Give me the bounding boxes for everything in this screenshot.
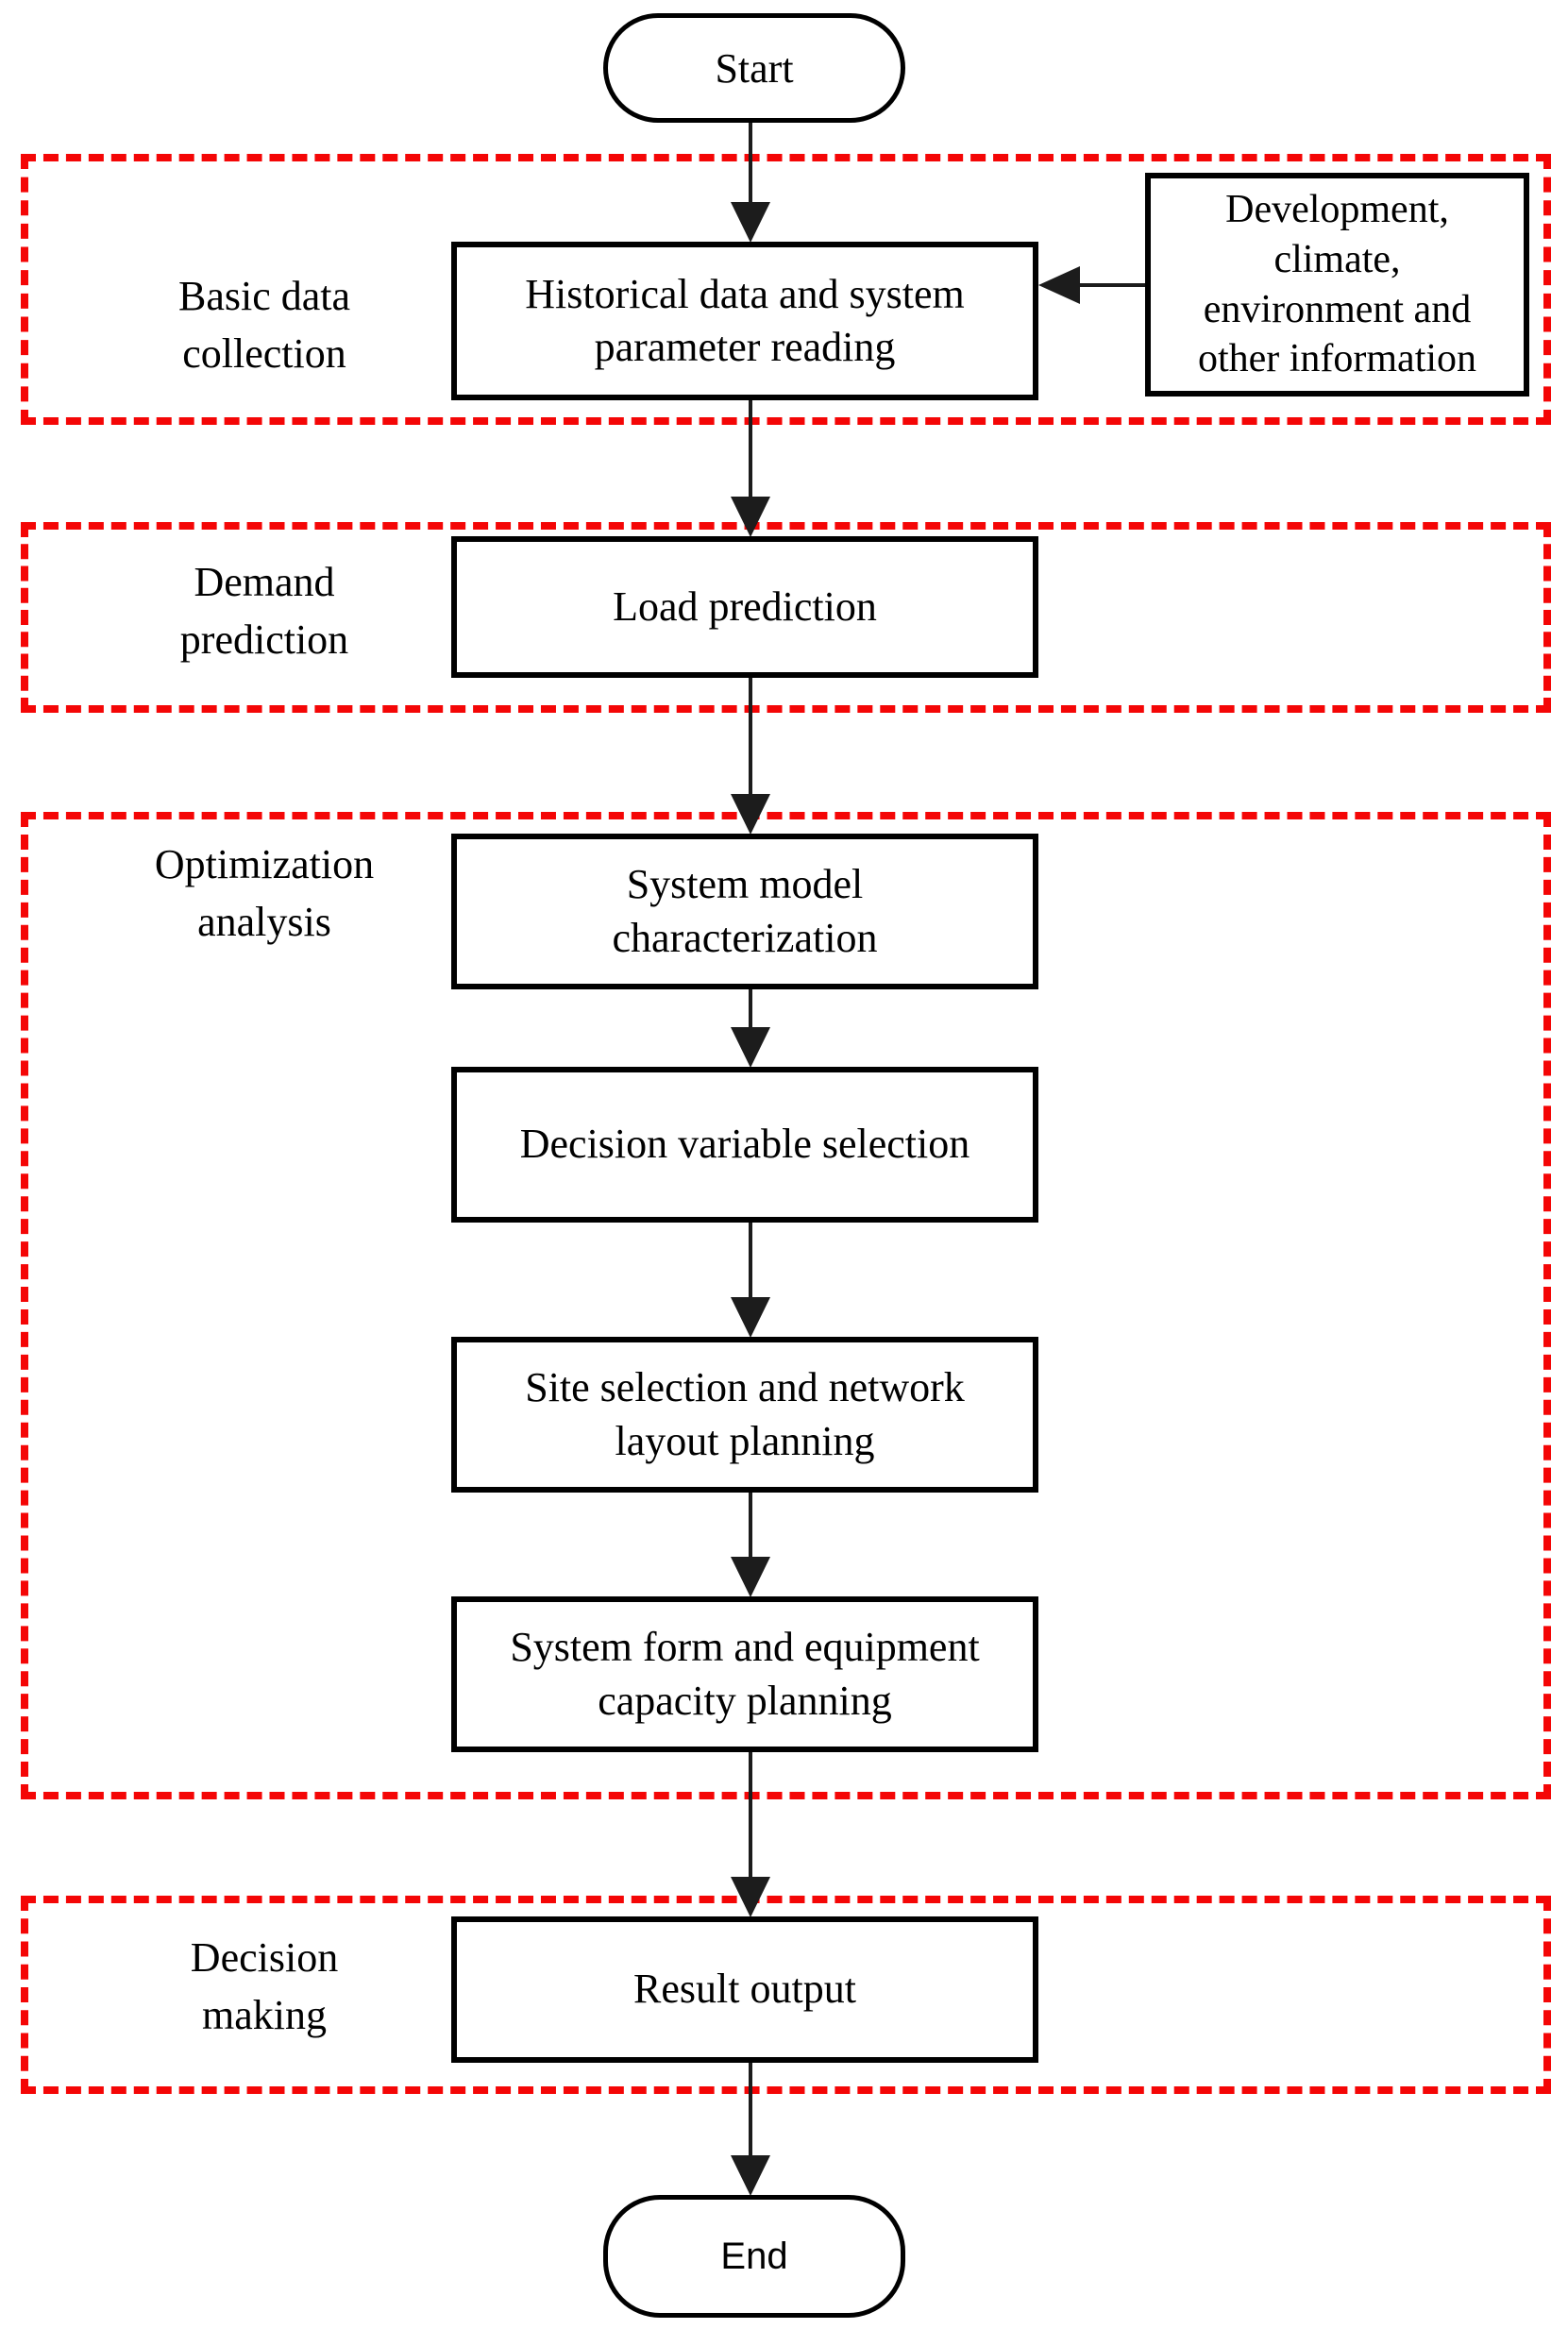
end-node: End: [603, 2195, 905, 2318]
section-decision-making: [21, 1896, 1551, 2094]
arrow-head: [1038, 266, 1080, 304]
arrow-head: [731, 202, 770, 243]
site-selection-node: Site selection and network layout planni…: [451, 1337, 1038, 1493]
arrow-head: [731, 497, 770, 537]
section-label-demand-prediction: Demand prediction: [179, 559, 349, 663]
system-model-node: System model characterization: [451, 834, 1038, 989]
development-info-node: Development, climate, environment and ot…: [1145, 173, 1529, 397]
load-prediction-node: Load prediction: [451, 536, 1038, 678]
section-label-optimization-analysis: Optimization analysis: [154, 841, 375, 945]
arrow-shaft: [1078, 283, 1146, 287]
arrow-shaft: [749, 1752, 752, 1879]
arrow-shaft: [749, 113, 752, 204]
start-node: Start: [603, 13, 905, 123]
arrow-shaft: [749, 678, 752, 796]
arrow-head: [731, 1557, 770, 1597]
arrow-head: [731, 2155, 770, 2196]
arrow-head: [731, 1027, 770, 1068]
section-basic-data-collection: [21, 154, 1551, 425]
arrow-shaft: [749, 989, 752, 1029]
arrow-head: [731, 1877, 770, 1917]
section-label-decision-making: Decision making: [190, 1934, 339, 2038]
section-optimization-analysis: [21, 812, 1551, 1799]
arrow-shaft: [749, 1223, 752, 1299]
arrow-shaft: [749, 1493, 752, 1559]
section-demand-prediction: [21, 522, 1551, 713]
decision-variable-node: Decision variable selection: [451, 1067, 1038, 1223]
historical-data-node: Historical data and system parameter rea…: [451, 242, 1038, 400]
arrow-head: [731, 1297, 770, 1338]
arrow-shaft: [749, 400, 752, 498]
arrow-head: [731, 794, 770, 835]
section-label-basic-data-collection: Basic data collection: [177, 273, 351, 377]
arrow-shaft: [749, 2063, 752, 2157]
system-form-node: System form and equipment capacity plann…: [451, 1596, 1038, 1752]
result-output-node: Result output: [451, 1916, 1038, 2063]
